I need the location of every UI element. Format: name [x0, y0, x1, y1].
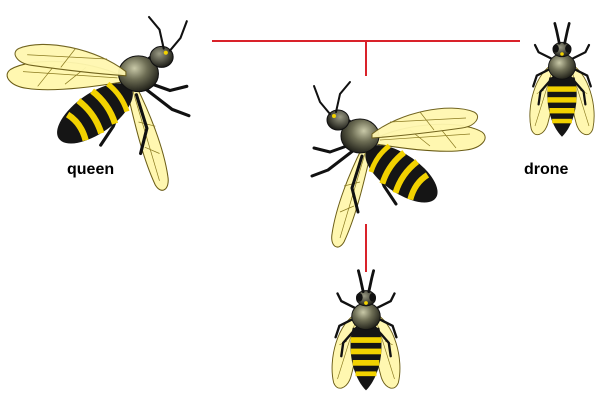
worker-wasp-icon	[332, 271, 400, 391]
queen-label: queen	[67, 161, 114, 179]
drone-label: drone	[524, 161, 568, 179]
wasp-icon	[312, 82, 485, 247]
drone-wasp-icon	[530, 23, 594, 136]
